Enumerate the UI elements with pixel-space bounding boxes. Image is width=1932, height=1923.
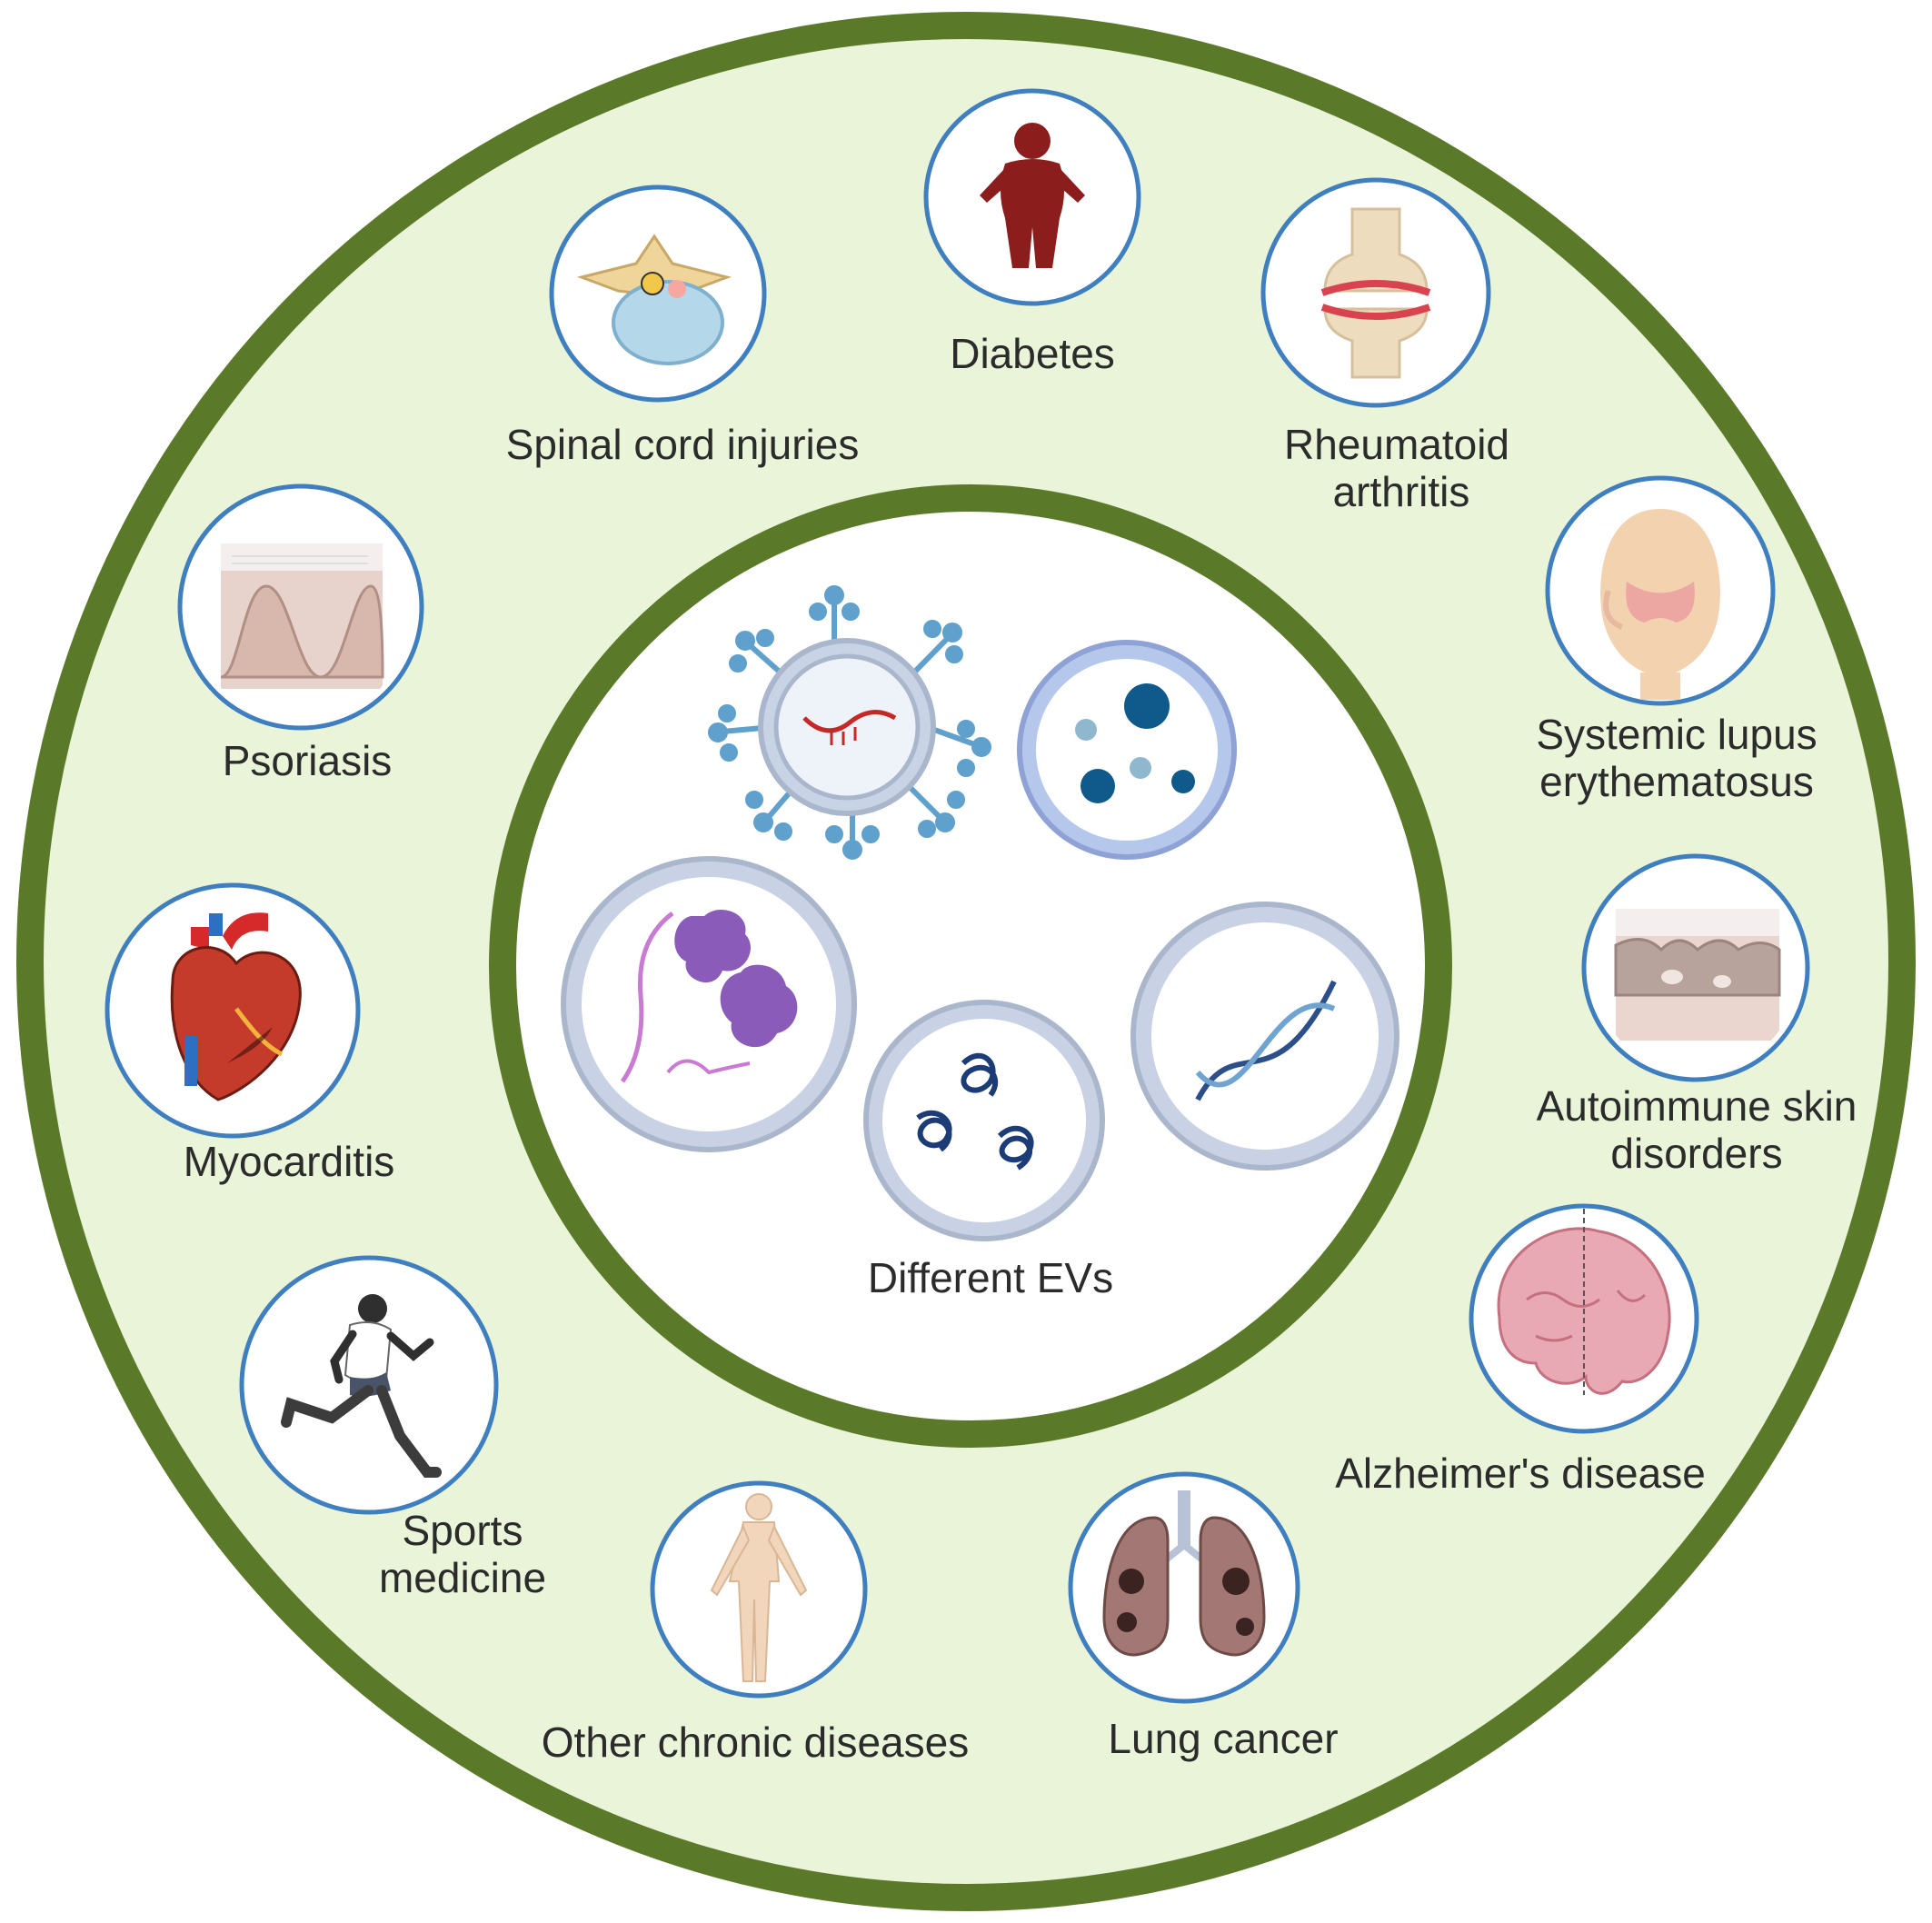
disease-node-lupus: Systemic lupus erythematosus bbox=[1536, 475, 1817, 805]
disease-node-myocarditis: Myocarditis bbox=[105, 882, 395, 1185]
lesioned-skin-icon bbox=[1614, 909, 1781, 1041]
skin-layers-icon bbox=[220, 543, 384, 689]
disease-node-autoimmune-skin: Autoimmune skin disorders bbox=[1537, 853, 1857, 1177]
ev-protein-vesicle-icon bbox=[1017, 640, 1237, 860]
disease-label-diabetes: Diabetes bbox=[950, 330, 1115, 377]
knee-joint-icon bbox=[1320, 207, 1431, 379]
disease-node-diabetes: Diabetes bbox=[923, 88, 1141, 377]
obese-person-icon bbox=[980, 123, 1085, 268]
disease-label-psoriasis: Psoriasis bbox=[223, 737, 393, 784]
disease-label-myocarditis: Myocarditis bbox=[184, 1138, 395, 1185]
ev-rna-protein-vesicle-icon bbox=[561, 856, 857, 1152]
disease-node-rheumatoid: Rheumatoid arthritis bbox=[1260, 177, 1509, 515]
disease-node-sports: Sports medicine bbox=[239, 1255, 546, 1601]
disease-node-lung-cancer: Lung cancer bbox=[1068, 1471, 1339, 1762]
center-label: Different EVs bbox=[868, 1254, 1113, 1301]
spinal-vertebra-icon bbox=[576, 234, 732, 365]
disease-label-rheumatoid-1: Rheumatoid bbox=[1284, 421, 1509, 468]
disease-label-sports-2: medicine bbox=[379, 1554, 546, 1601]
disease-label-rheumatoid-2: arthritis bbox=[1333, 468, 1470, 515]
disease-label-sports-1: Sports bbox=[403, 1507, 523, 1554]
ev-dna-vesicle-icon bbox=[1130, 902, 1399, 1171]
disease-label-spinal: Spinal cord injuries bbox=[506, 421, 860, 468]
butterfly-rash-face-icon bbox=[1600, 509, 1720, 700]
disease-label-alzheimers: Alzheimer's disease bbox=[1335, 1450, 1706, 1497]
disease-label-autoimmune-1: Autoimmune skin bbox=[1537, 1082, 1857, 1130]
ev-exosome-icon bbox=[708, 585, 991, 860]
disease-label-lupus-2: erythematosus bbox=[1539, 758, 1814, 805]
disease-label-other-chronic: Other chronic diseases bbox=[542, 1719, 969, 1766]
disease-node-alzheimers: Alzheimer's disease bbox=[1335, 1203, 1706, 1497]
human-body-icon bbox=[710, 1493, 808, 1682]
ev-microrna-vesicle-icon bbox=[863, 1000, 1105, 1241]
disease-node-psoriasis: Psoriasis bbox=[177, 483, 424, 784]
disease-label-autoimmune-2: disorders bbox=[1610, 1130, 1782, 1177]
disease-node-other-chronic: Other chronic diseases bbox=[542, 1480, 969, 1766]
disease-label-lupus-1: Systemic lupus bbox=[1536, 711, 1817, 758]
disease-node-spinal: Spinal cord injuries bbox=[506, 184, 860, 468]
disease-label-lung-cancer: Lung cancer bbox=[1108, 1715, 1338, 1762]
runner-icon bbox=[281, 1294, 442, 1478]
heart-icon bbox=[170, 912, 302, 1101]
lungs-icon bbox=[1102, 1490, 1266, 1657]
brain-section-icon bbox=[1497, 1209, 1671, 1395]
